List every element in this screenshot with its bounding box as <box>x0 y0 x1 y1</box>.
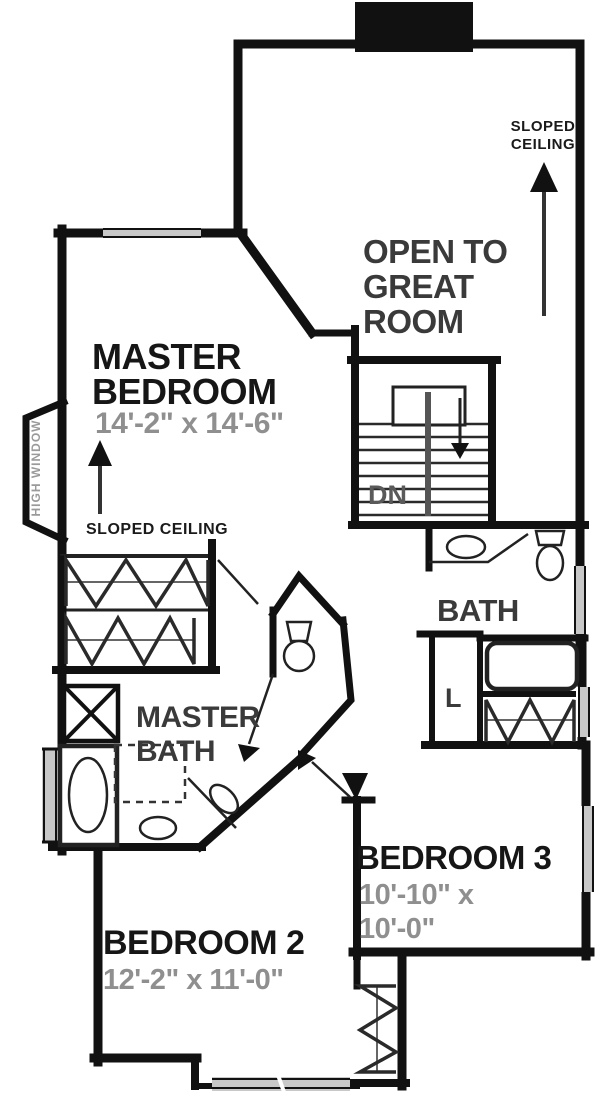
window-bedroom2-bottom <box>212 1074 350 1093</box>
closet-rod-master-2 <box>64 611 196 668</box>
bedroom2-label: BEDROOM 2 <box>103 924 304 962</box>
door-marker-1 <box>238 744 260 762</box>
high-window-label: HIGH WINDOW <box>29 420 43 517</box>
mbath-sink-1 <box>208 783 240 815</box>
bathtub-hall <box>484 640 580 692</box>
bath-label: BATH <box>437 593 519 628</box>
mbath-sink-2 <box>138 815 178 841</box>
door-marker-3 <box>342 773 368 800</box>
master-bath-label-2: BATH <box>136 735 215 768</box>
door-swing-mbr <box>217 559 259 605</box>
master-bath-label-1: MASTER <box>136 701 261 734</box>
door-swing-bedroom3 <box>311 761 351 798</box>
master-bedroom-label-2: BEDROOM <box>92 371 277 412</box>
window-bath-right <box>572 566 588 634</box>
master-bedroom-dims: 14'-2" x 14'-6" <box>95 407 284 440</box>
closets <box>64 554 576 1074</box>
bathtub-master <box>57 743 120 848</box>
windows <box>42 227 596 1093</box>
bath-counter <box>429 532 529 564</box>
wall-mbath-diagonal <box>194 750 309 853</box>
stairs <box>359 385 488 517</box>
wall-mbr-diagonal <box>236 230 319 340</box>
sloped-ceiling-arrow-left-icon <box>88 440 112 514</box>
stairs-dn-label: DN <box>368 480 407 510</box>
walls <box>22 2 595 1091</box>
wall-wc-right <box>298 616 355 758</box>
doors <box>217 559 368 800</box>
door-swing-wc <box>247 673 275 745</box>
bedroom3-label: BEDROOM 3 <box>356 839 552 876</box>
window-tub-left <box>42 747 60 844</box>
closet-rod-bedroom2 <box>353 984 400 1074</box>
window-bedroom3-right <box>580 806 596 892</box>
sloped-ceiling-right-label-2: CEILING <box>511 136 575 153</box>
closet-rod-master-1 <box>64 554 210 610</box>
sloped-ceiling-arrow-right-icon <box>530 162 558 316</box>
open-great-label-3: ROOM <box>363 303 464 340</box>
wall-greatroom-top-left <box>233 39 585 238</box>
open-great-label-1: OPEN TO <box>363 233 507 270</box>
labels: SLOPED CEILING OPEN TO GREAT ROOM MASTER… <box>29 118 575 996</box>
bedroom2-dims: 12'-2" x 11'-0" <box>103 964 284 996</box>
master-bedroom-label-1: MASTER <box>92 336 242 377</box>
mbath-counter <box>187 777 237 829</box>
window-hall-right <box>576 687 592 737</box>
bedroom3-dims-2: 10'-0" <box>359 913 435 945</box>
bedroom3-dims-1: 10'-10" x <box>359 879 474 911</box>
stairs-down-arrow-icon <box>451 398 469 459</box>
window-mbr-top <box>103 227 201 239</box>
bath-toilet <box>534 529 566 582</box>
bath-sink <box>445 534 487 560</box>
wc-toilet <box>282 620 316 673</box>
closet-rod-bedroom3 <box>484 696 576 746</box>
fixtures <box>57 529 580 848</box>
linen-label: L <box>445 683 461 713</box>
sloped-ceiling-left-label: SLOPED CEILING <box>86 521 228 538</box>
shower-dashed <box>113 743 187 804</box>
wall-wc-peak <box>268 570 348 629</box>
stair-treads <box>359 422 488 517</box>
shower-x-box <box>61 683 121 744</box>
door-marker-2 <box>298 750 316 770</box>
high-window-bay <box>22 397 69 545</box>
sloped-ceiling-right-label-1: SLOPED <box>511 118 576 135</box>
open-great-label-2: GREAT <box>363 268 474 305</box>
